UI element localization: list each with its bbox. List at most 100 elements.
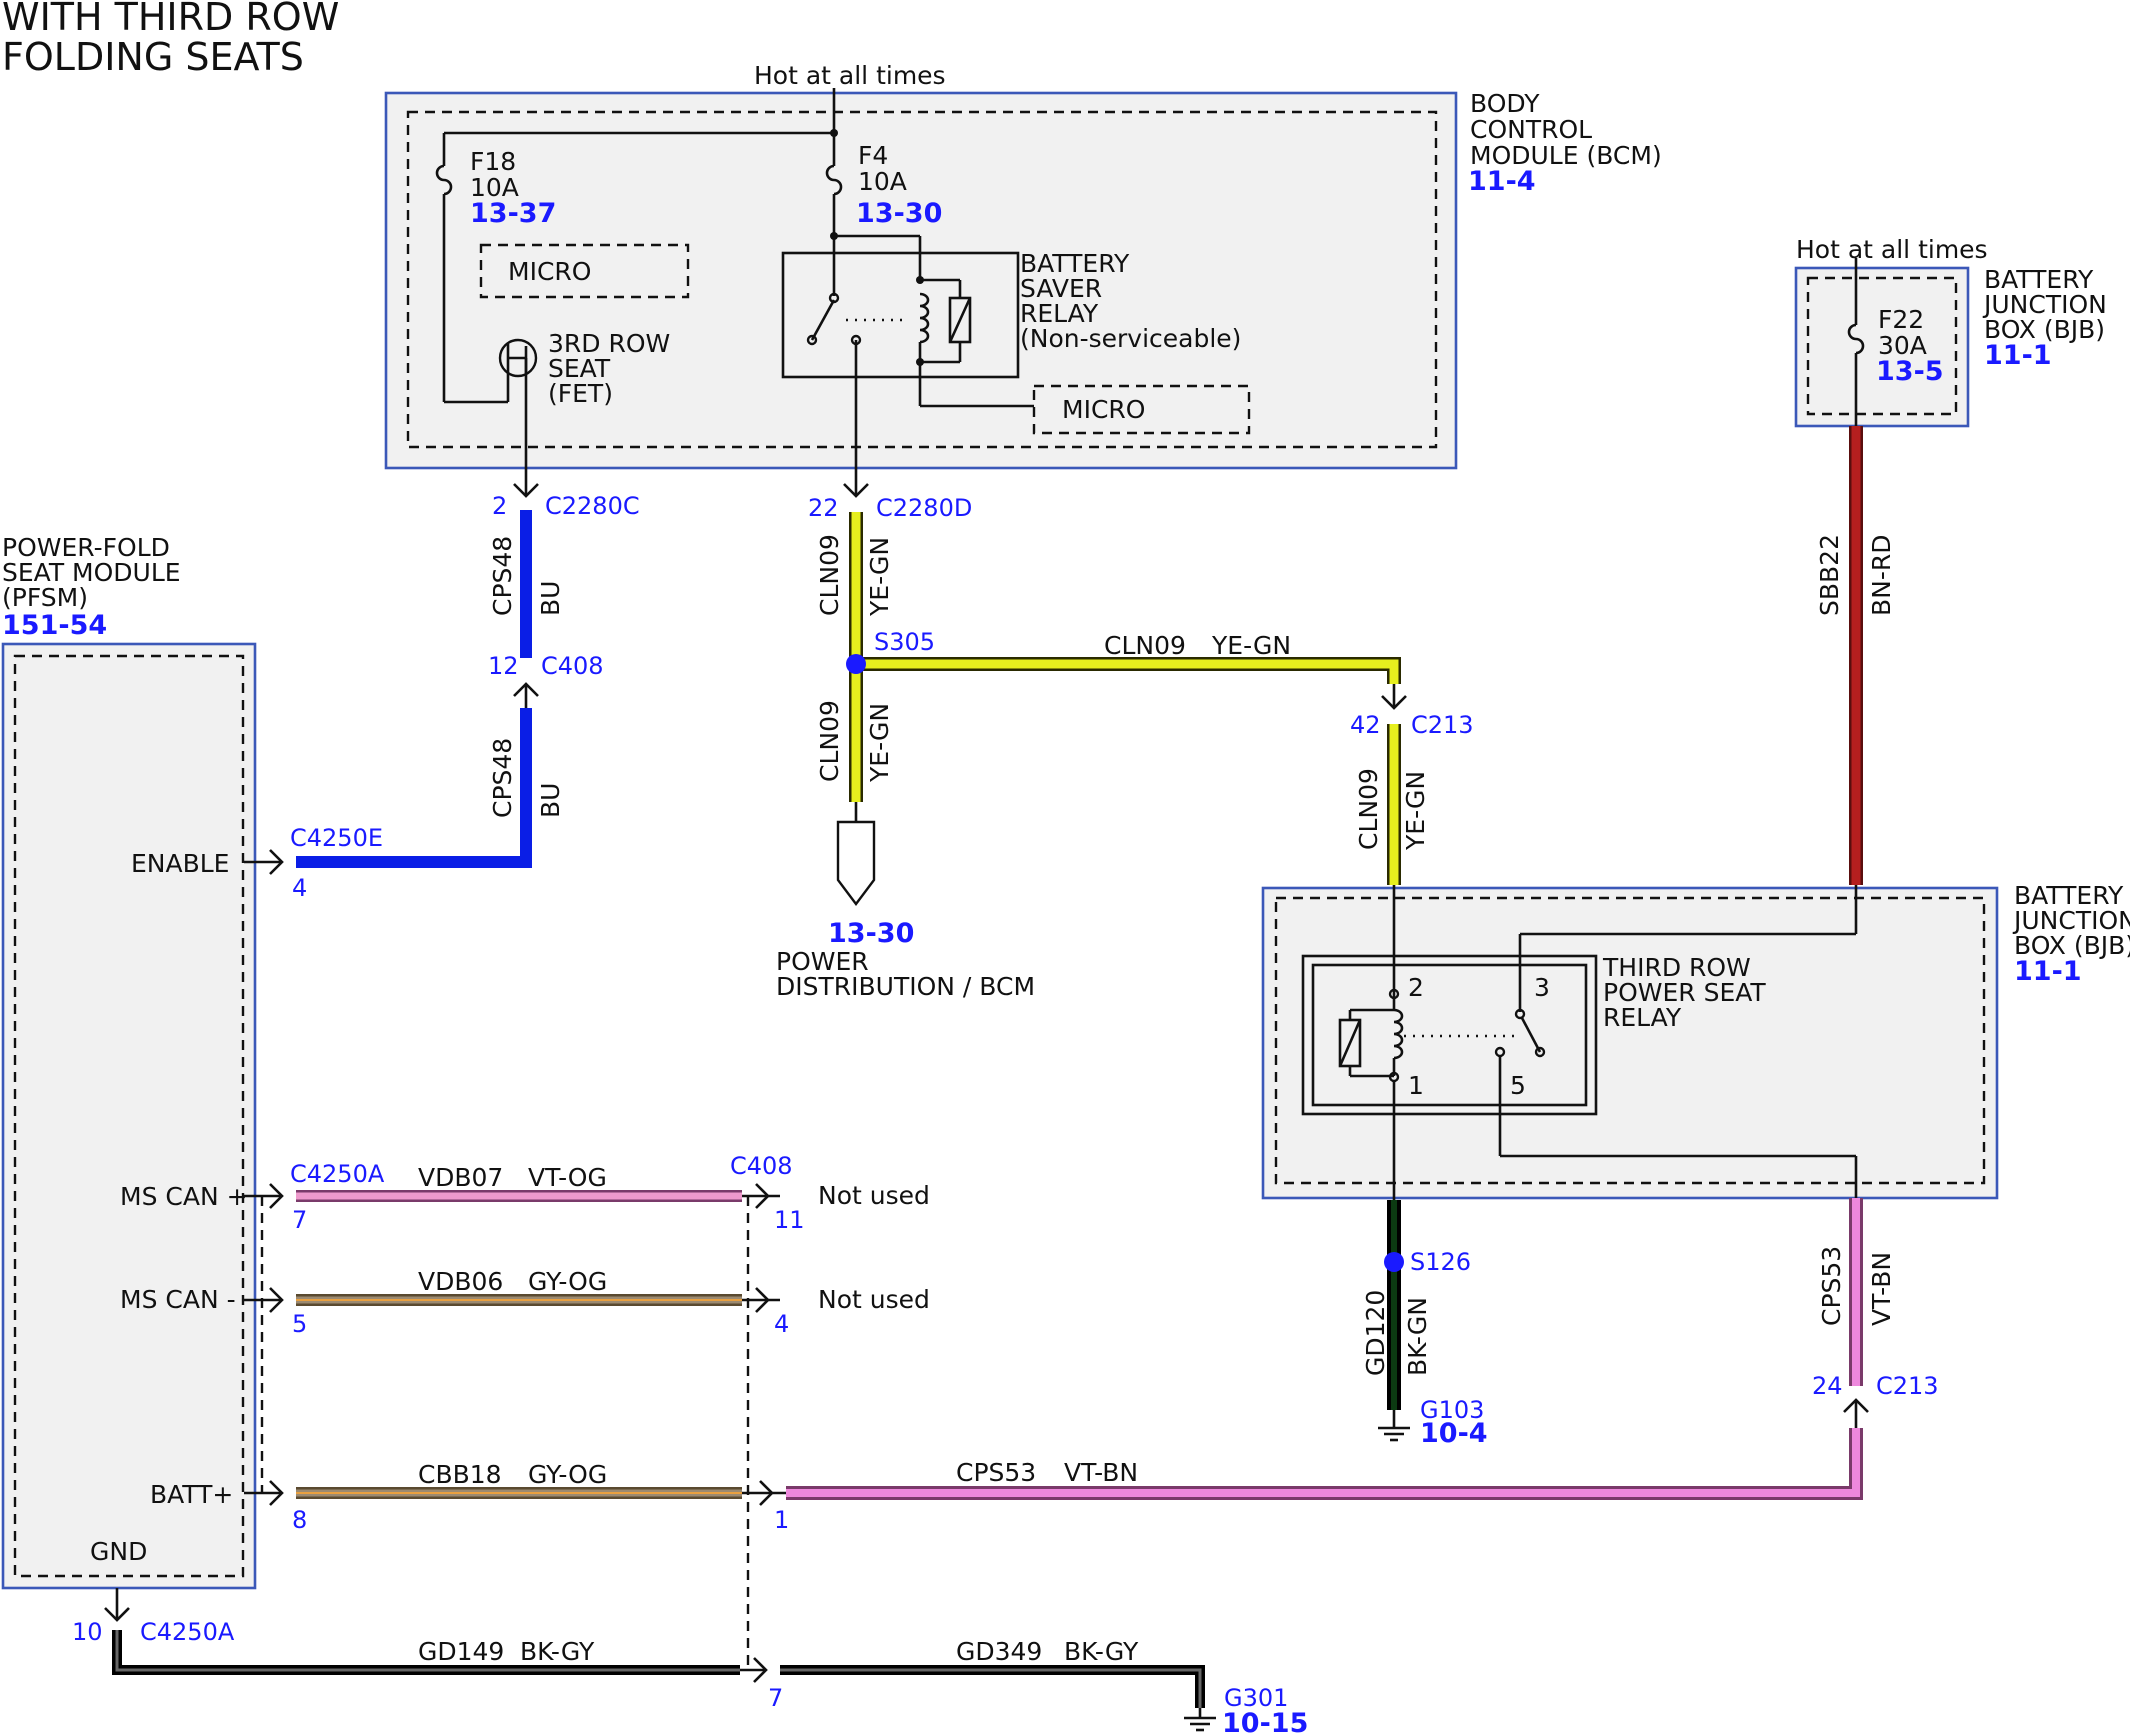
bcm-label: BODY CONTROL MODULE (BCM) 11-4 (1468, 89, 1662, 197)
bcm-name-2: CONTROL (1470, 115, 1592, 144)
bcm-micro-label: MICRO (508, 257, 591, 286)
s126-label: S126 (1410, 1248, 1471, 1276)
c4250e-pin: 4 (292, 874, 307, 902)
fet-icon (498, 338, 538, 378)
sbb22-circuit: SBB22 (1815, 534, 1844, 616)
fet-label-1: 3RD ROW (548, 329, 670, 358)
cln09-circuit-d: CLN09 (1354, 768, 1383, 850)
wire-cps48 (244, 465, 539, 875)
bjb-top-hot-label: Hot at all times (1796, 235, 1988, 264)
battery-saver-relay-box (781, 251, 1020, 379)
bjb-relay-3: RELAY (1603, 1003, 1682, 1032)
gd149-circuit: GD149 (418, 1637, 504, 1666)
wire-cps53 (786, 1198, 1869, 1500)
vdb06-color: GY-OG (528, 1267, 607, 1296)
wire-cln09 (836, 465, 1407, 906)
bjb-main-name-3: BOX (BJB) (2014, 931, 2130, 960)
c408-top-pin: 12 (488, 652, 519, 680)
bjb-relay-wiring (1338, 885, 1858, 1200)
c213-bottom-pin: 24 (1812, 1372, 1843, 1400)
fuse-f4-icon (825, 164, 843, 196)
title-line-1: WITH THIRD ROW (2, 0, 339, 39)
c408-top-name: C408 (541, 652, 604, 680)
c213-bottom-name: C213 (1876, 1372, 1939, 1400)
bjb-relay-coil-icon (1393, 1008, 1404, 1060)
cln09-color-d: YE-GN (1401, 771, 1430, 851)
bcm-hot-label: Hot at all times (754, 61, 946, 90)
c408-bottom-pin-4: 4 (774, 1310, 789, 1338)
cln09-color-a: YE-GN (865, 537, 894, 617)
s305-label: S305 (874, 628, 935, 656)
vdb07-circuit: VDB07 (418, 1163, 503, 1192)
f22-name: F22 (1878, 305, 1924, 334)
bjb-main-module (1261, 886, 1999, 1200)
gd120-color: BK-GN (1403, 1297, 1432, 1376)
bjb-top-module (1794, 258, 1970, 428)
cln09-circuit-c: CLN09 (1104, 631, 1186, 660)
f18-rating: 10A (470, 173, 519, 202)
g301-name: G301 (1224, 1684, 1288, 1712)
bjb-relay-2: POWER SEAT (1603, 978, 1766, 1007)
pfsm-ms-can-minus: MS CAN - (120, 1285, 236, 1314)
sbb22-color: BN-RD (1867, 535, 1896, 617)
c2280c-pin: 2 (492, 492, 507, 520)
power-distribution-icon (836, 820, 876, 906)
c408-bottom-pin-7: 7 (768, 1684, 783, 1712)
bjb-top-name-1: BATTERY (1984, 265, 2094, 294)
pfsm-gnd: GND (90, 1537, 147, 1566)
cps53-circuit-b: CPS53 (956, 1458, 1036, 1487)
bcm-ref: 11-4 (1468, 166, 1536, 197)
gd120-circuit: GD120 (1361, 1290, 1390, 1376)
pfsm-enable: ENABLE (131, 849, 229, 878)
fet-label-2: SEAT (548, 354, 611, 383)
not-used-1: Not used (818, 1181, 930, 1210)
gd149-color: BK-GY (520, 1637, 595, 1666)
wire-gd120 (1378, 1200, 1410, 1442)
f4-ref: 13-30 (856, 198, 942, 229)
f22-rating: 30A (1878, 331, 1927, 360)
power-dist-ref: 13-30 (828, 918, 914, 949)
bcm-micro-box (479, 243, 690, 299)
c408-connector-arrows (742, 1183, 786, 1670)
fuse-f18-icon (435, 164, 453, 196)
pfsm-connector-arrows (244, 1183, 284, 1506)
c4250a-pin-5: 5 (292, 1310, 307, 1338)
c408-bottom-pin-11: 11 (774, 1206, 805, 1234)
cps53-circuit-a: CPS53 (1817, 1246, 1846, 1326)
vdb06-circuit: VDB06 (418, 1267, 503, 1296)
splice-s126-icon (1384, 1252, 1404, 1272)
c4250e-name: C4250E (290, 824, 383, 852)
bjb-main-ref: 11-1 (2014, 956, 2082, 987)
cln09-color-c: YE-GN (1211, 631, 1291, 660)
pfsm-module (1, 642, 257, 1590)
gd349-circuit: GD349 (956, 1637, 1042, 1666)
splice-s305-icon (846, 654, 866, 674)
title-line-2: FOLDING SEATS (2, 35, 304, 79)
bcm-name-3: MODULE (BCM) (1470, 141, 1662, 170)
saver-relay-2: SAVER (1020, 274, 1102, 303)
c4250a-pin-7: 7 (292, 1206, 307, 1234)
cps48-circuit-b: CPS48 (488, 738, 517, 818)
bjb-pin-2: 2 (1408, 973, 1424, 1002)
wire-gd149-gd349 (104, 1588, 1216, 1732)
saver-relay-1: BATTERY (1020, 249, 1130, 278)
f4-name: F4 (858, 141, 888, 170)
cbb18-circuit: CBB18 (418, 1460, 502, 1489)
relay-coil-icon (919, 292, 930, 344)
c408-bottom-name: C408 (730, 1152, 793, 1180)
f4-rating: 10A (858, 167, 907, 196)
c2280c-name: C2280C (545, 492, 640, 520)
power-dist-line-1: POWER (776, 947, 869, 976)
vdb07-color: VT-OG (528, 1163, 607, 1192)
cln09-circuit-a: CLN09 (815, 534, 844, 616)
cps48-color-b: BU (536, 783, 565, 818)
f18-ref: 13-37 (470, 198, 556, 229)
cps48-color-a: BU (536, 581, 565, 616)
pfsm-ms-can-plus: MS CAN + (120, 1182, 248, 1211)
not-used-2: Not used (818, 1285, 930, 1314)
f22-ref: 13-5 (1876, 356, 1944, 387)
bjb-top-name-3: BOX (BJB) (1984, 315, 2105, 344)
fet-label-3: (FET) (548, 379, 613, 408)
c4250a-name: C4250A (290, 1160, 385, 1188)
